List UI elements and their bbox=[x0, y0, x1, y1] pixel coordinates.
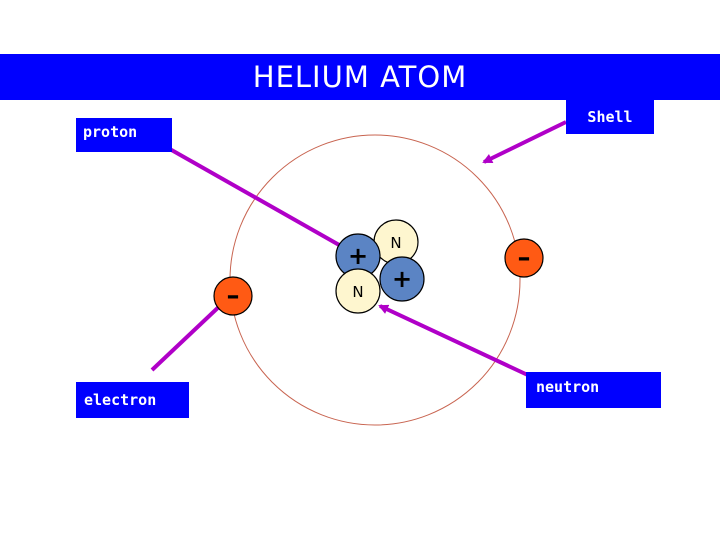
proton-arrow bbox=[167, 146, 350, 252]
proton-symbol: + bbox=[348, 242, 368, 270]
page-title: HELIUM ATOM bbox=[230, 54, 490, 100]
electron-symbol: – bbox=[518, 243, 531, 273]
neutron-arrow bbox=[378, 304, 533, 379]
electron-symbol: – bbox=[227, 281, 240, 311]
electron-label: electron bbox=[76, 382, 189, 418]
proton-right: + bbox=[379, 256, 425, 302]
neutron-bottom: N bbox=[335, 268, 381, 314]
electron-right: – bbox=[504, 238, 544, 278]
electron-arrow bbox=[150, 300, 226, 372]
proton-symbol: + bbox=[392, 265, 412, 293]
shell-label: Shell bbox=[566, 98, 654, 134]
proton-label: proton bbox=[76, 118, 172, 152]
neutron-symbol: N bbox=[390, 234, 401, 252]
neutron-symbol: N bbox=[352, 283, 363, 301]
neutron-label: neutron bbox=[526, 372, 661, 408]
electron-left: – bbox=[213, 276, 253, 316]
shell-arrow bbox=[482, 120, 567, 164]
